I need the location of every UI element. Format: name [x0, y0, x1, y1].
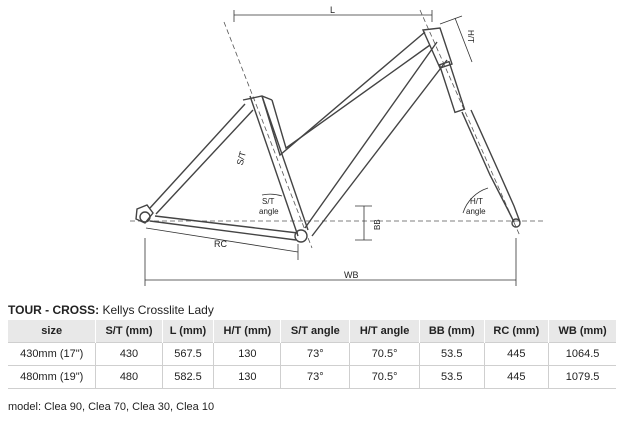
header-l: L (mm) — [162, 320, 215, 343]
ht-angle-arc — [462, 187, 489, 214]
geometry-table: size S/T (mm) L (mm) H/T (mm) S/T angle … — [8, 320, 616, 389]
cell-bb: 53.5 — [419, 342, 485, 366]
cell-ht: 130 — [213, 365, 282, 389]
cell-st: 480 — [95, 365, 163, 389]
table-header-row: size S/T (mm) L (mm) H/T (mm) S/T angle … — [8, 320, 616, 343]
st-angle-label-2: angle — [259, 207, 279, 216]
rc-label: RC — [214, 239, 227, 249]
ht-angle-label-2: angle — [466, 207, 486, 216]
cell-rc: 445 — [484, 342, 550, 366]
table-row: 430mm (17") 430 567.5 130 73° 70.5° 53.5… — [8, 342, 616, 366]
cell-ht-angle: 70.5° — [349, 365, 420, 389]
header-ht-angle: H/T angle — [349, 320, 420, 343]
cell-wb: 1079.5 — [548, 365, 616, 389]
rc-dimension — [145, 227, 299, 260]
table-row: 480mm (19") 480 582.5 130 73° 70.5° 53.5… — [8, 365, 616, 389]
frame-geometry-diagram: L H/T S/T S/T angle H/T angle BB RC WB — [130, 5, 545, 286]
cell-st-angle: 73° — [280, 365, 351, 389]
cell-ht: 130 — [213, 342, 282, 366]
model-name: Kellys Crosslite Lady — [99, 303, 214, 317]
cell-ht-angle: 70.5° — [349, 342, 420, 366]
st-label: S/T — [235, 150, 248, 167]
cell-wb: 1064.5 — [548, 342, 616, 366]
ht-dimension — [439, 15, 473, 63]
cell-st-angle: 73° — [280, 342, 351, 366]
bb-label: BB — [373, 219, 382, 230]
bike-frame — [135, 27, 521, 243]
category-label: TOUR - CROSS: — [8, 303, 100, 317]
header-bb: BB (mm) — [419, 320, 485, 343]
ht-angle-label-1: H/T — [470, 197, 483, 206]
cell-rc: 445 — [484, 365, 550, 389]
st-angle-label-1: S/T — [262, 197, 275, 206]
header-st: S/T (mm) — [95, 320, 163, 343]
l-label: L — [330, 5, 335, 15]
cell-size: 430mm (17") — [8, 342, 97, 366]
seat-tube-axis-line — [223, 21, 313, 249]
geometry-title: TOUR - CROSS: Kellys Crosslite Lady — [8, 303, 214, 317]
header-wb: WB (mm) — [548, 320, 616, 343]
cell-bb: 53.5 — [419, 365, 485, 389]
header-size: size — [8, 320, 97, 343]
header-ht: H/T (mm) — [213, 320, 282, 343]
header-st-angle: S/T angle — [280, 320, 351, 343]
wb-dimension — [144, 238, 517, 286]
wb-label: WB — [344, 270, 359, 280]
ht-label: H/T — [466, 30, 475, 43]
st-angle-arc — [261, 193, 283, 197]
cell-st: 430 — [95, 342, 163, 366]
head-tube-axis-line — [419, 9, 521, 237]
header-rc: RC (mm) — [484, 320, 550, 343]
bb-dimension — [355, 205, 372, 241]
compatible-models: model: Clea 90, Clea 70, Clea 30, Clea 1… — [8, 401, 215, 413]
l-dimension — [233, 10, 433, 22]
cell-l: 567.5 — [162, 342, 215, 366]
cell-size: 480mm (19") — [8, 365, 97, 389]
cell-l: 582.5 — [162, 365, 215, 389]
